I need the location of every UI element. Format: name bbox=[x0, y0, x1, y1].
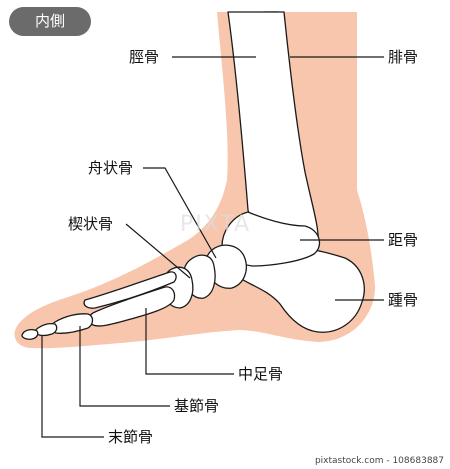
tibia-label: 脛骨 bbox=[129, 48, 160, 66]
cuneiform-label: 楔状骨 bbox=[68, 215, 114, 233]
metatarsal-label: 中足骨 bbox=[238, 365, 284, 383]
navicular-leader-line bbox=[143, 167, 217, 259]
distal-phalanx-bone bbox=[21, 328, 39, 340]
proximal-phalanx-label: 基節骨 bbox=[174, 397, 220, 415]
stock-credit: pixtastock.com - 108683887 bbox=[314, 456, 444, 466]
calcaneus-label: 踵骨 bbox=[388, 291, 419, 309]
medial-view-badge: 内側 bbox=[9, 7, 91, 36]
proximal-phalanx-leader-line bbox=[79, 326, 170, 407]
navicular-label: 舟状骨 bbox=[88, 159, 134, 177]
fibula-label: 腓骨 bbox=[388, 48, 419, 66]
metatarsal-bone-2 bbox=[83, 271, 177, 309]
distal-phalanx-leader-line bbox=[41, 336, 104, 438]
cuneiform-leader-line bbox=[125, 223, 191, 279]
talus-label: 距骨 bbox=[388, 231, 419, 249]
watermark-text: PIXTA bbox=[180, 212, 252, 237]
metatarsal-leader-line bbox=[145, 308, 234, 375]
distal-phalanx-label: 末節骨 bbox=[108, 428, 154, 446]
talus-bone bbox=[221, 211, 321, 267]
